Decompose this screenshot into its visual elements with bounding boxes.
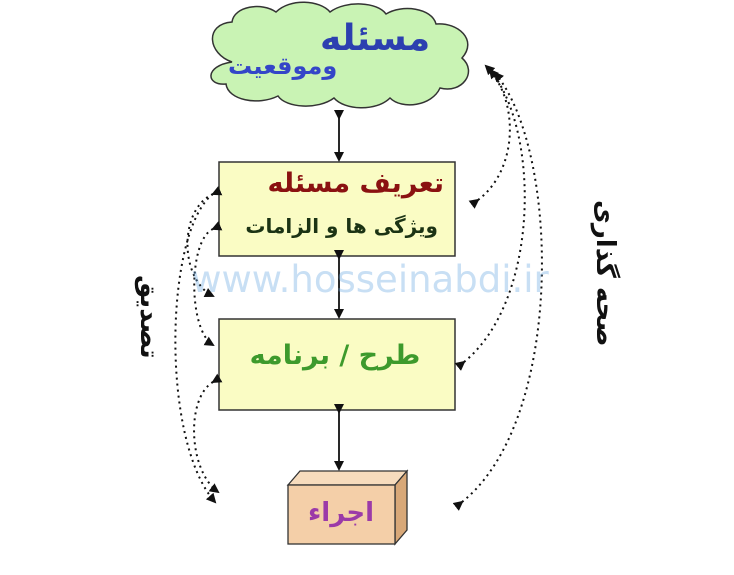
definition-box <box>218 161 456 257</box>
cloud-title: مسئله <box>320 18 431 59</box>
validation-arrows <box>452 64 543 511</box>
definition-box-subtitle: ویژگی ها و الزامات <box>245 214 438 238</box>
cloud-subtitle: وموقعیت <box>228 52 338 80</box>
verification-arrows <box>174 186 223 504</box>
design-box-label: طرح / برنامه <box>249 340 421 371</box>
execution-box <box>286 469 409 546</box>
validation-label: صحه گذاری <box>590 199 620 347</box>
definition-box-title: تعریف مسئله <box>267 168 444 199</box>
verification-label: تصدیق <box>134 275 164 359</box>
cloud-shape <box>210 1 470 109</box>
execution-box-label: اجراء <box>307 498 375 528</box>
watermark-text: www.hosseinabdi.ir <box>191 258 549 301</box>
